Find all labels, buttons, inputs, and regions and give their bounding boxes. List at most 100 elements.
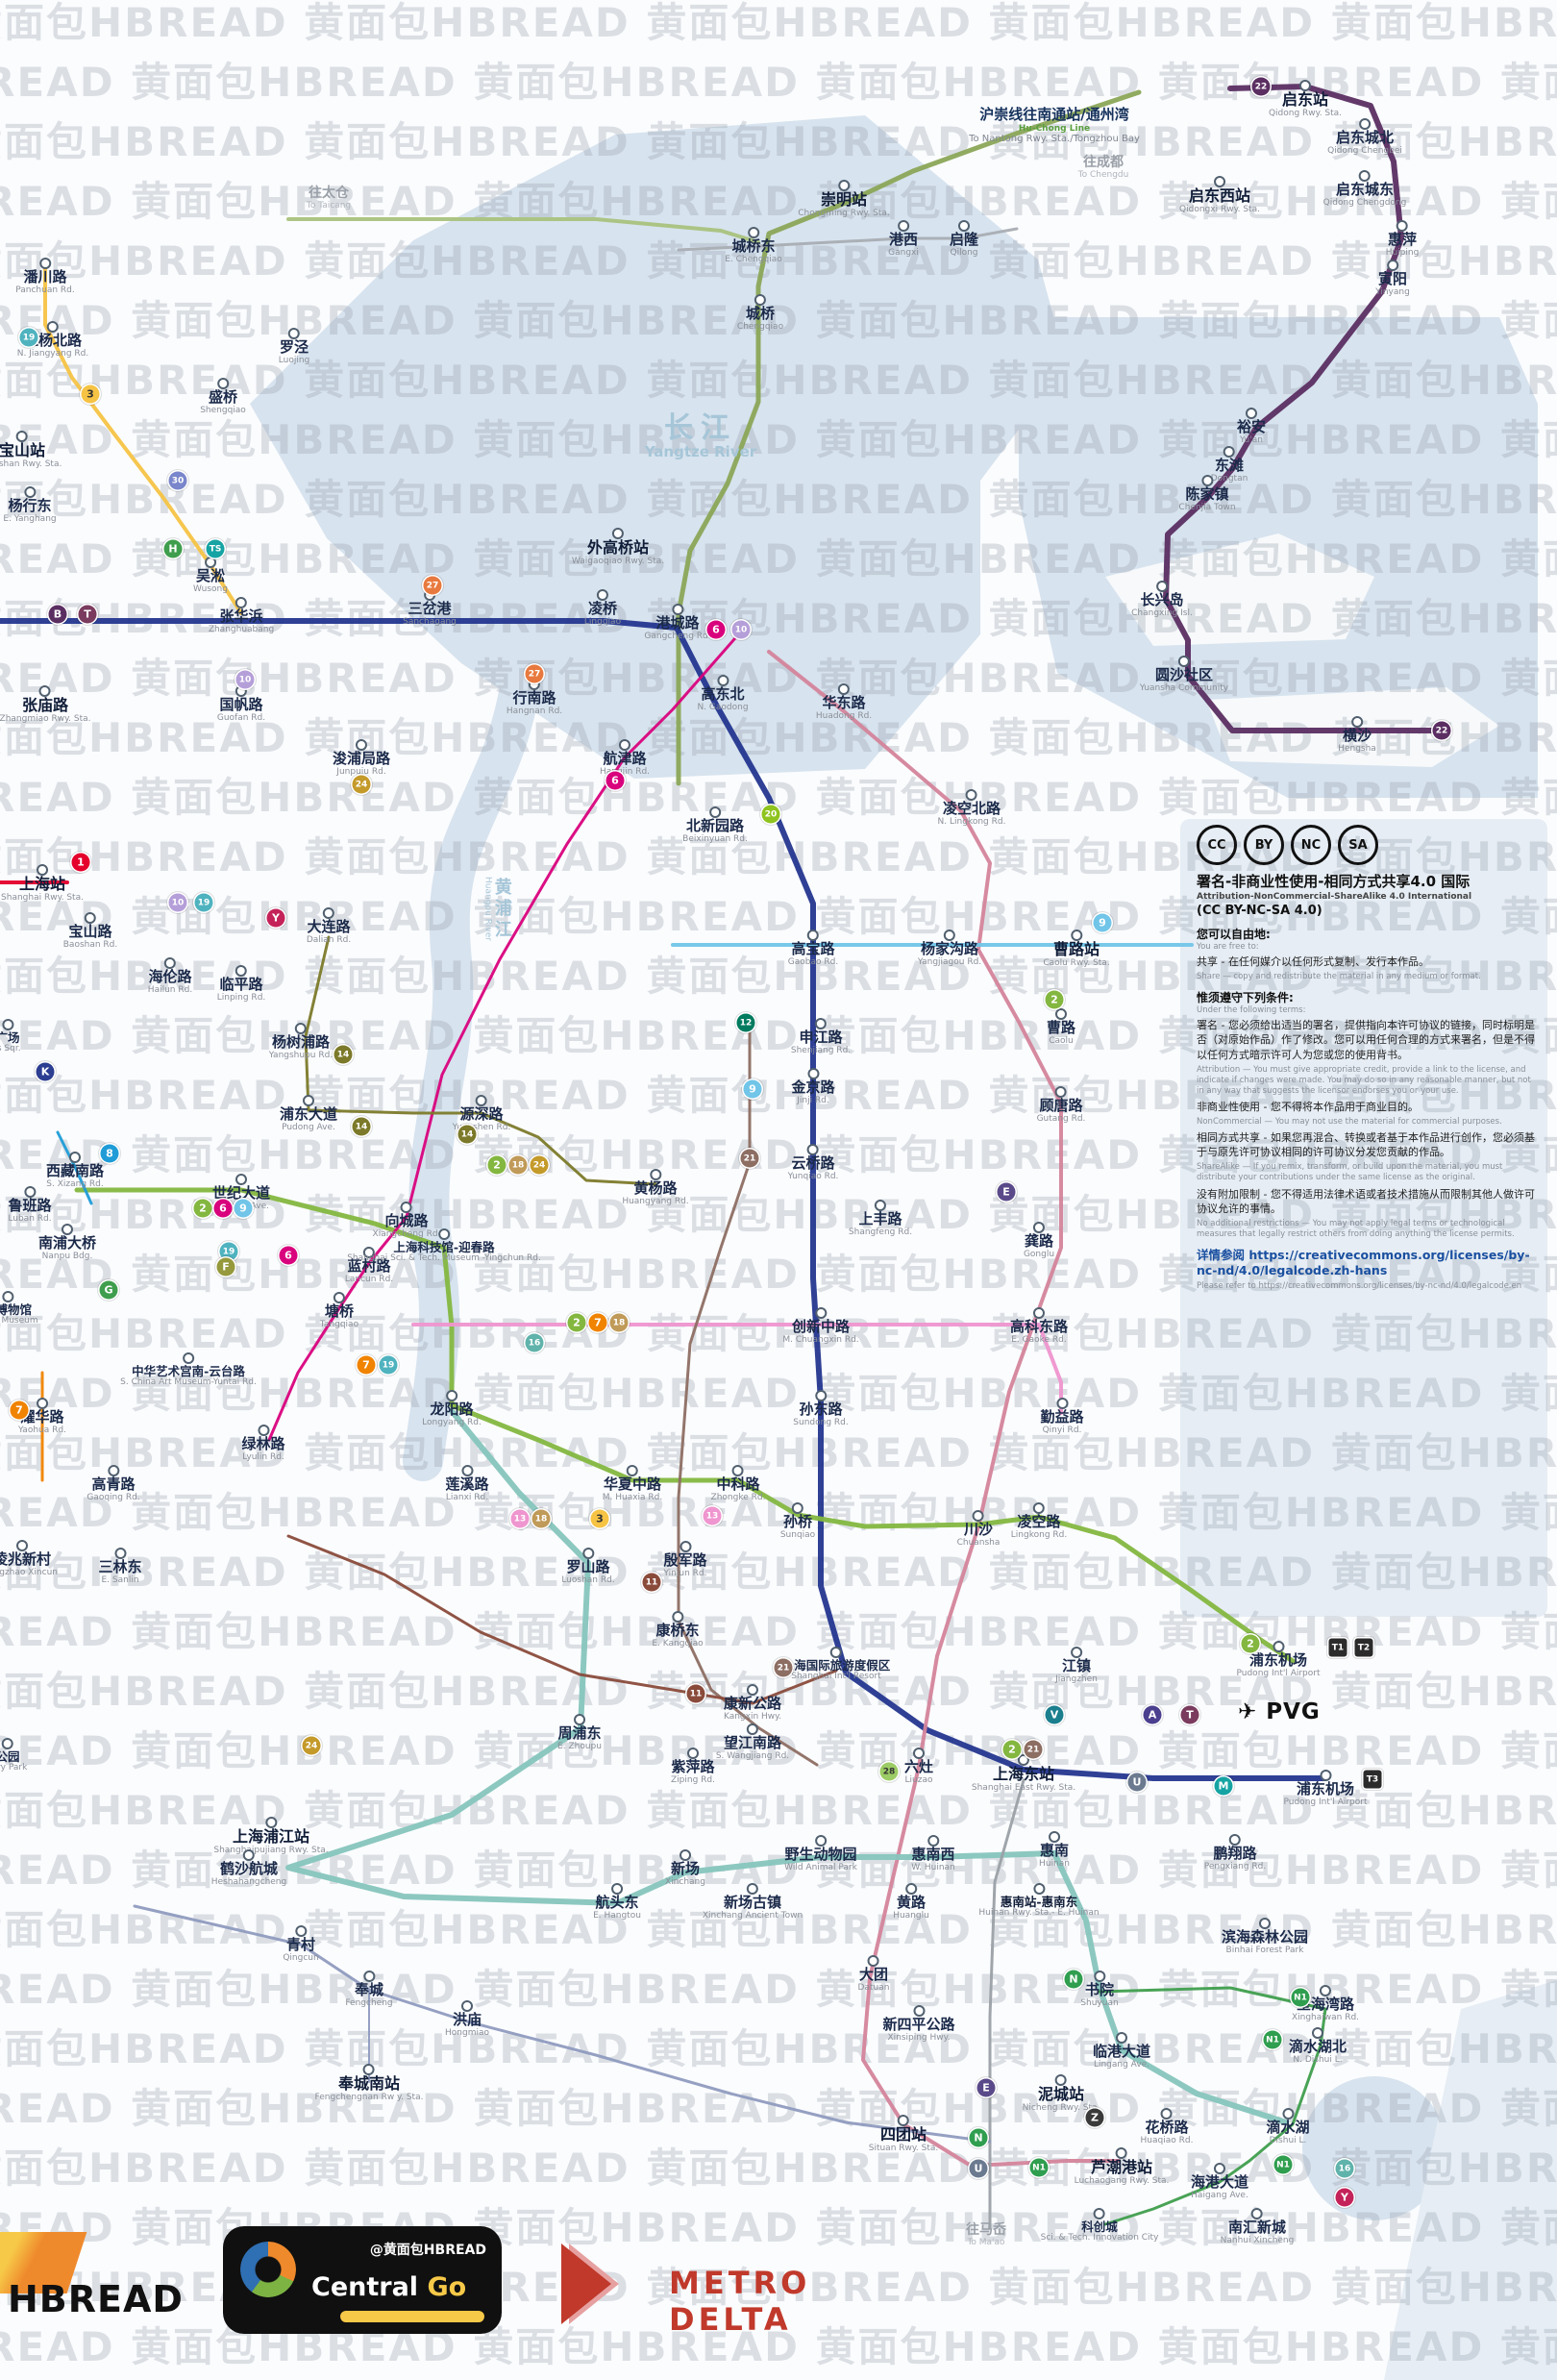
station-name-en: Nanhui Xincheng [1220, 2235, 1295, 2245]
station-name-zh: 曹路 [1046, 1019, 1076, 1036]
line-badge-18: 18 [609, 1313, 629, 1332]
line-badge-14: 14 [457, 1125, 477, 1144]
station-dot [235, 1174, 247, 1185]
license-url-zh: 详情参阅 https://creativecommons.org/license… [1197, 1247, 1530, 1278]
station-name-zh: 启东西站 [1188, 186, 1250, 205]
station-name-en: Huaqiao Rd. [1140, 2135, 1194, 2145]
station-dot [216, 378, 229, 389]
station-name-zh: 滨海森林公园 [1221, 1928, 1309, 1946]
station-dot [1018, 1754, 1029, 1766]
station-dot [1178, 656, 1190, 667]
metro-line-line-n1 [1098, 1986, 1327, 2226]
station-name-zh: 大团 [858, 1966, 888, 1983]
station-dot [363, 1247, 375, 1258]
station-name-en: Luojing [278, 355, 310, 365]
station-dot [927, 1835, 939, 1847]
station-dot [438, 1228, 450, 1240]
station-name-en: Dongtan [1210, 473, 1248, 483]
station-dot [182, 1352, 194, 1364]
station-name-en: Pudong Int'l Airport [1283, 1797, 1368, 1807]
station-dot [815, 1018, 827, 1029]
license-url-en: Please refer to https://creativecommons.… [1197, 1281, 1522, 1292]
station-name-en: Huangyang Rd. [622, 1196, 689, 1206]
station-dot [1311, 2027, 1323, 2039]
station-dot [1273, 1641, 1284, 1652]
station-name-zh: 川沙 [963, 1521, 994, 1538]
station-name-zh: 启隆 [949, 231, 979, 248]
line-badge-t: T [1180, 1705, 1199, 1724]
station-dot [1, 1291, 13, 1302]
station-name-en: Shanghaipujiang Rwy. Sta. [213, 1845, 329, 1855]
station-name-zh: 江镇 [1061, 1657, 1092, 1674]
station-label: 广场's Sqr. [0, 1019, 21, 1054]
line-badge-1: 1 [71, 853, 90, 872]
station-dot [460, 1465, 473, 1476]
station-name-zh: 星海湾路 [1296, 1996, 1355, 2013]
station-name-zh: 青村 [285, 1936, 316, 1953]
centralgo-handle: @黄面包HBREAD [369, 2243, 486, 2258]
line-badge-6: 6 [213, 1199, 233, 1218]
station-dot [24, 1186, 36, 1198]
station-name-zh: 野生动物园 [784, 1846, 857, 1863]
station-name-en: N. Gaodong [697, 702, 749, 712]
station-name-zh: 上海东站 [992, 1765, 1054, 1783]
station-name-en: N. Jiangyang Rd. [16, 348, 89, 359]
station-name-en: E. Zhoupu [557, 1741, 602, 1751]
station-dot [38, 685, 51, 697]
station-name-zh: 陈家镇 [1185, 485, 1229, 503]
station-name-en: Jinji Rd. [797, 1095, 829, 1105]
centralgo-name-accent: Go [427, 2272, 467, 2302]
station-name-zh: 航头东 [595, 1894, 639, 1911]
station-name-zh: 高科东路 [1009, 1318, 1069, 1335]
cc-nc-icon: NC [1291, 825, 1331, 865]
station-name-en: Qinyi Rd. [1042, 1425, 1082, 1435]
metro-line-navy-trunk [0, 618, 1328, 1781]
line-badge-2: 2 [487, 1155, 507, 1175]
station-name-zh: 云桥路 [791, 1154, 835, 1172]
station-dot [1071, 930, 1082, 941]
line-badge-9: 9 [1093, 913, 1112, 932]
station-name-zh: 创新中路 [791, 1318, 850, 1335]
station-name-en: Haigang Ave. [1191, 2190, 1248, 2200]
metro-line-line-14 [304, 935, 657, 1186]
line-badge-6: 6 [279, 1246, 298, 1265]
station-name-en: Huinan Rwy. Sta.- E. Huinan [978, 1908, 1100, 1919]
station-name-zh: 蓝村路 [347, 1257, 391, 1275]
station-name-en: Qidong Chengbei [1327, 145, 1402, 156]
station-dot [1386, 260, 1398, 271]
station-dot [943, 930, 955, 941]
station-name-zh: 宝山路 [68, 923, 112, 940]
station-dot [611, 528, 624, 539]
station-dot [912, 1748, 925, 1759]
license-sharealike-en: ShareAlike — If you remix, transform, or… [1197, 1162, 1503, 1183]
cc-sa-icon: SA [1338, 825, 1378, 865]
station-name-zh: 临平路 [219, 976, 263, 993]
station-name-zh: 往成都 [1082, 155, 1124, 170]
station-name-en: Gutang Rd. [1036, 1113, 1086, 1124]
station-dot [1093, 2208, 1105, 2219]
station-dot [113, 1548, 126, 1559]
station-name-en: Gangxi [888, 247, 919, 258]
station-name-zh: 宝山站 [0, 441, 46, 459]
station-name-zh: 西藏南路 [45, 1162, 105, 1179]
centralgo-logo: @黄面包HBREAD Central Go [223, 2226, 502, 2334]
station-name-en: Datuan [857, 1982, 890, 1993]
station-name-zh: 海伦路 [148, 968, 192, 985]
station-name-zh: 凌桥 [587, 600, 618, 617]
station-name-en: Qidong Rwy. Sta. [1268, 108, 1343, 118]
